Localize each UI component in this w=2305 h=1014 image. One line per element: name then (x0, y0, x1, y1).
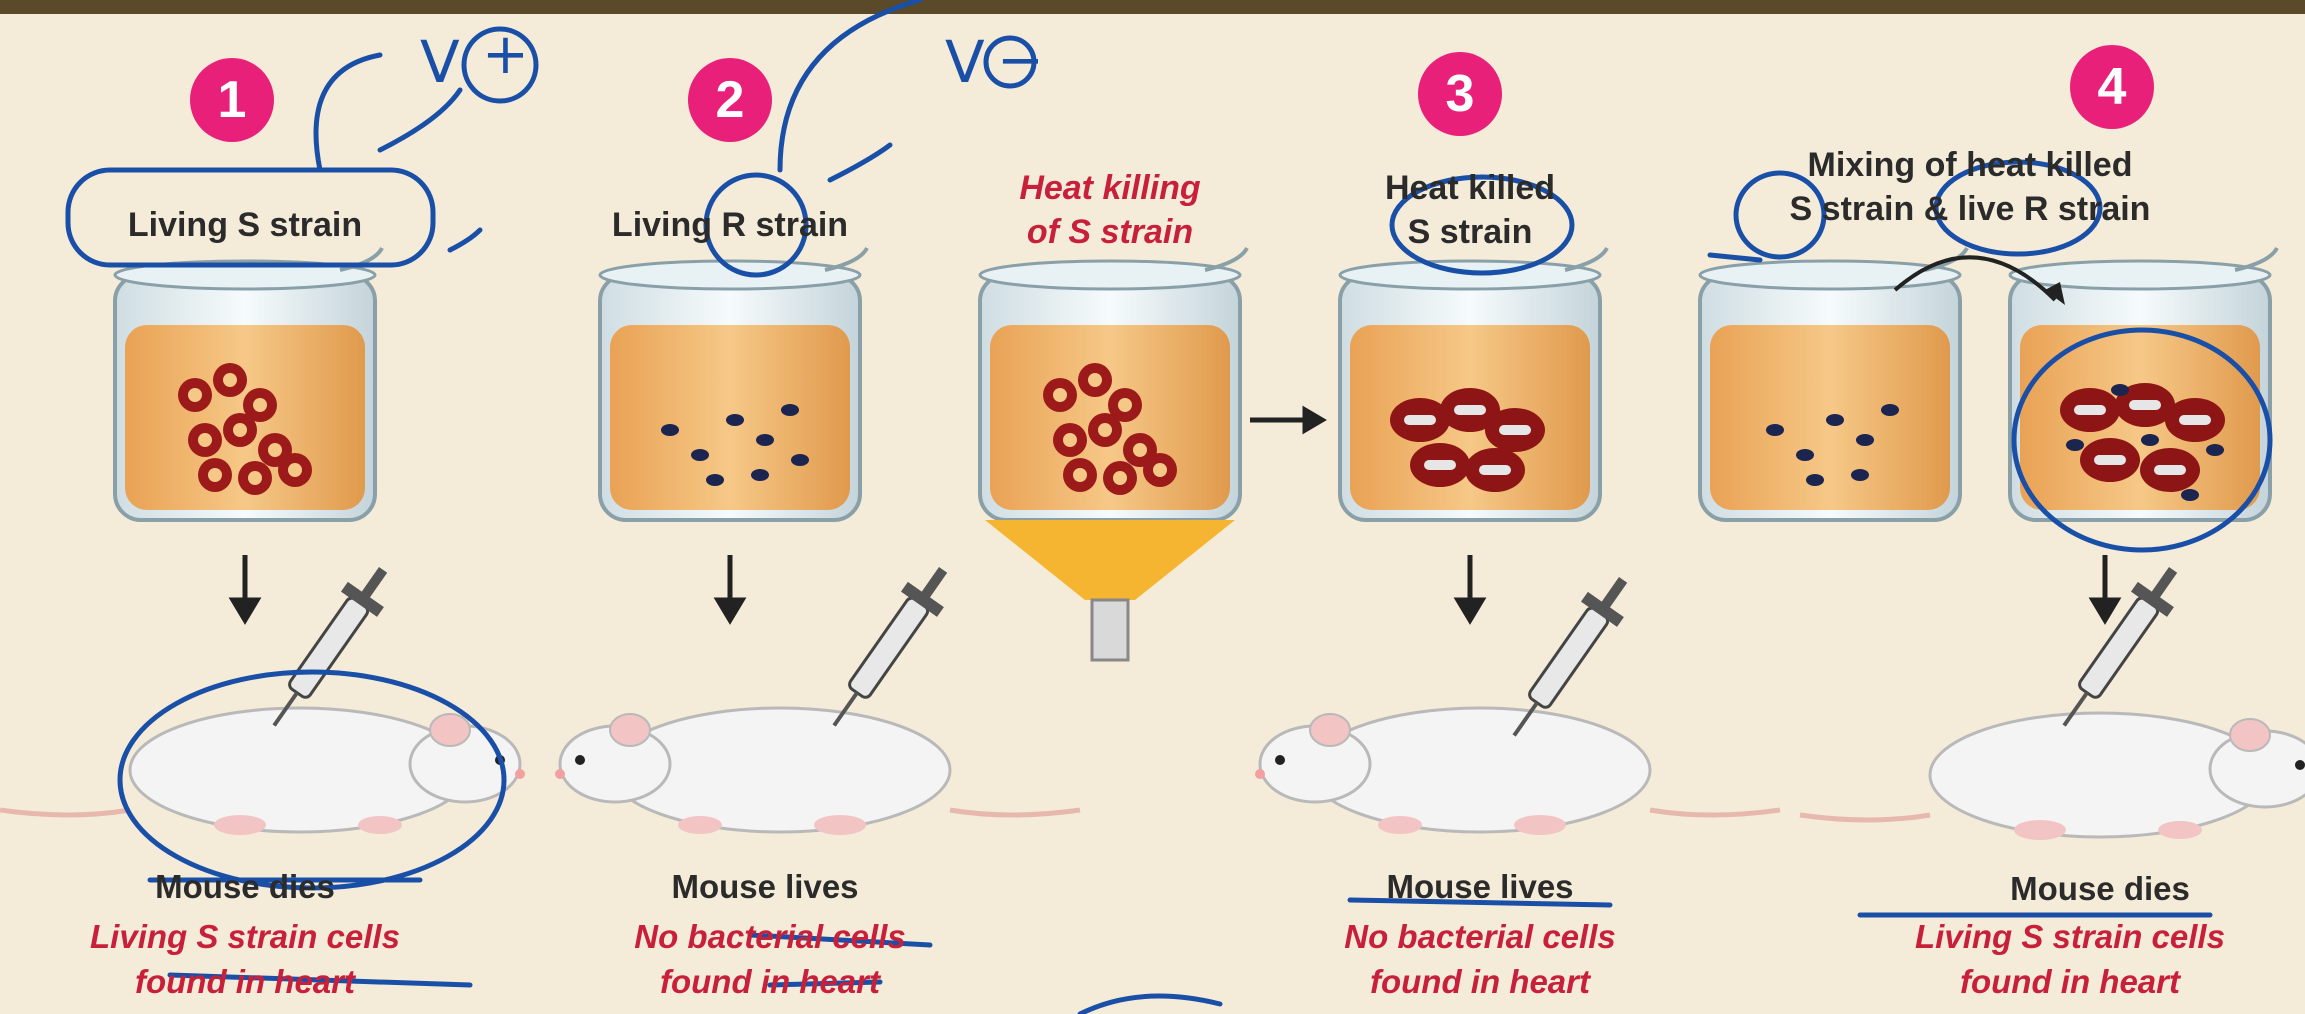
mouse-2 (555, 708, 1080, 835)
label-mixing-2: S strain & live R strain (1720, 187, 2220, 231)
outcome-3: Mouse lives (1300, 868, 1660, 906)
beaker-4a (1700, 248, 1967, 520)
label-heat-killing-1: Heat killing (960, 166, 1260, 210)
detail-1a: Living S strain cells (30, 915, 460, 959)
beaker-2 (600, 248, 867, 520)
outcome-2: Mouse lives (590, 868, 940, 906)
mouse-3 (1255, 708, 1780, 835)
heat-funnel (985, 520, 1235, 600)
detail-3b: found in heart (1250, 960, 1710, 1004)
detail-1b: found in heart (30, 960, 460, 1004)
detail-4b: found in heart (1850, 960, 2290, 1004)
label-heat-killing-2: of S strain (960, 210, 1260, 254)
annotation-plus: + (482, 22, 529, 87)
detail-2b: found in heart (560, 960, 980, 1004)
detail-4a: Living S strain cells (1850, 915, 2290, 959)
annotation-minus: − (997, 28, 1044, 93)
annotation-v-minus: V (945, 28, 985, 96)
label-living-r-strain: Living R strain (560, 203, 900, 247)
step-badge-2: 2 (688, 58, 772, 142)
step-badge-3: 3 (1418, 52, 1502, 136)
label-heat-killed: Heat killed (1320, 166, 1620, 210)
step-badge-1: 1 (190, 58, 274, 142)
step-badge-4: 4 (2070, 45, 2154, 129)
annotation-v-plus: V (420, 28, 460, 96)
mouse-4 (1800, 713, 2305, 840)
label-mixing-1: Mixing of heat killed (1720, 143, 2220, 187)
label-heat-killed-s: S strain (1320, 210, 1620, 254)
mouse-1 (0, 708, 525, 835)
detail-2a: No bacterial cells (560, 915, 980, 959)
syringe-4 (2046, 557, 2191, 738)
burner-nozzle (1092, 600, 1128, 660)
outcome-4: Mouse dies (1920, 870, 2280, 908)
outcome-1: Mouse dies (80, 868, 410, 906)
detail-3a: No bacterial cells (1250, 915, 1710, 959)
label-living-s-strain: Living S strain (80, 203, 410, 247)
